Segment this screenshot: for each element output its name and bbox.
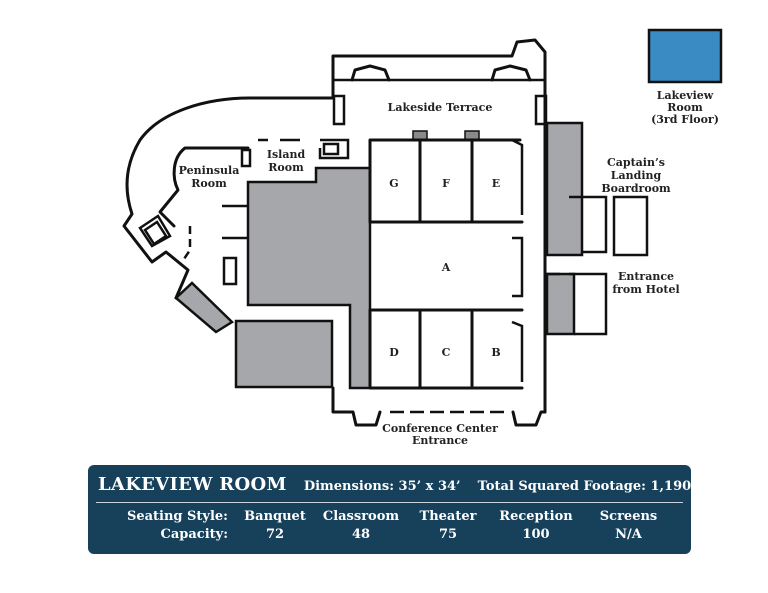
seating-style-header: Seating Style: — [126, 509, 228, 524]
room-c-label: C — [442, 346, 451, 359]
capacity-classroom: 48 — [351, 527, 371, 542]
room-info-panel: LAKEVIEW ROOM Dimensions: 35’ x 34’ Tota… — [88, 465, 691, 554]
room-b-label: B — [491, 346, 500, 359]
room-dimensions: Dimensions: 35’ x 34’ — [303, 479, 461, 494]
terrace-pillar-right — [534, 94, 548, 126]
lakeview-label-2: Room — [667, 101, 703, 114]
room-d-label: D — [389, 346, 399, 359]
island-room-label-2: Room — [268, 161, 304, 174]
lakeside-terrace-label: Lakeside Terrace — [388, 101, 493, 114]
room-e-wall — [511, 138, 524, 215]
hotel-entrance-label-2: from Hotel — [612, 283, 679, 296]
island-room-wall — [258, 138, 350, 160]
east-service-area-upper — [545, 121, 584, 257]
island-room-label: Island — [267, 148, 306, 161]
panel-title-row: LAKEVIEW ROOM Dimensions: 35’ x 34’ Tota… — [98, 474, 691, 495]
peninsula-alcove-inner — [143, 220, 168, 246]
peninsula-room-label: Peninsula — [179, 164, 240, 177]
building-outer-wall — [331, 38, 547, 126]
room-a-label: A — [441, 261, 451, 274]
capacity-reception: 100 — [522, 527, 550, 542]
pillar-west — [222, 256, 238, 286]
floor-plan-map: Lakeside Terrace Peninsula Room Island R… — [122, 28, 723, 447]
lower-left-area — [234, 319, 334, 389]
peninsula-room-wall — [158, 146, 250, 228]
south-wall — [331, 386, 547, 427]
captains-annex — [569, 195, 608, 254]
island-window — [240, 148, 252, 168]
lakeview-label-3: (3rd Floor) — [651, 113, 719, 126]
capacity-theater: 75 — [438, 527, 458, 542]
east-service-area-lower — [545, 272, 576, 336]
capacity-screens: N/A — [615, 527, 642, 542]
seating-style-screens: Screens — [599, 509, 658, 524]
capacity-table: Seating Style: Banquet Classroom Theater… — [116, 509, 673, 542]
captains-label-2: Landing — [611, 169, 662, 182]
conference-entrance-label: Conference Center — [382, 422, 498, 435]
conference-entrance-label-2: Entrance — [412, 434, 468, 447]
room-a-east-wall — [512, 236, 524, 298]
top-arches — [350, 64, 532, 82]
lakeview-label: Lakeview — [657, 89, 714, 102]
captains-landing-boardroom — [612, 195, 649, 257]
captains-label-3: Boardroom — [601, 182, 671, 195]
capacity-banquet: 72 — [265, 527, 285, 542]
captains-label: Captain’s — [607, 156, 665, 169]
room-b-east-wall — [511, 320, 524, 382]
room-g-label: G — [389, 177, 398, 190]
hotel-entrance-label: Entrance — [618, 270, 674, 283]
seating-style-reception: Reception — [499, 509, 573, 524]
room-grid-upper — [368, 138, 524, 224]
room-total-sqft: Total Squared Footage: 1,190 — [477, 479, 692, 494]
seating-style-theater: Theater — [419, 509, 477, 524]
room-f-label: F — [442, 177, 450, 190]
island-room-pillar — [322, 142, 340, 156]
room-e-label: E — [492, 177, 500, 190]
peninsula-room-label-2: Room — [191, 177, 227, 190]
seating-style-banquet: Banquet — [244, 509, 306, 524]
peninsula-alcove — [138, 214, 172, 248]
seating-style-classroom: Classroom — [322, 509, 400, 524]
room-name: LAKEVIEW ROOM — [98, 474, 287, 495]
room-grid-lower — [368, 308, 524, 390]
peninsula-doorway — [180, 226, 192, 263]
west-wing-curve — [122, 96, 335, 300]
terrace-pillar-left — [332, 94, 346, 126]
panel-divider — [96, 502, 683, 503]
capacity-header: Capacity: — [160, 527, 229, 542]
hotel-entrance-annex — [569, 272, 608, 336]
corridor-diagonal — [174, 281, 235, 334]
lakeview-room-swatch[interactable] — [647, 28, 723, 84]
